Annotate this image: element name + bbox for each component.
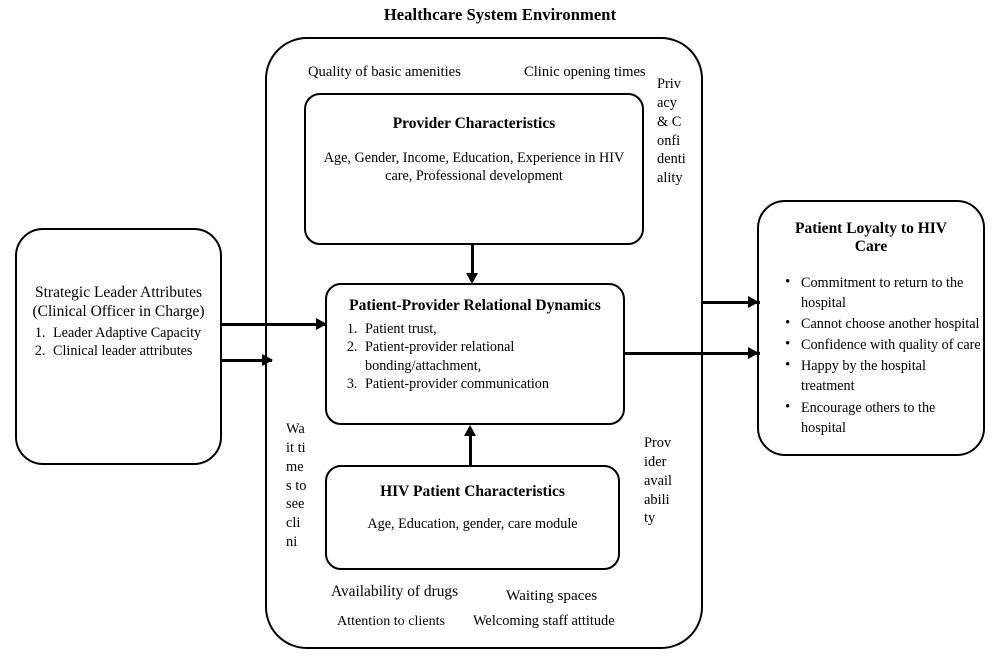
connector-provider-to-relational-dynamics [471,245,474,277]
node-relational-dynamics[interactable]: Patient-Provider Relational Dynamics Pat… [325,283,625,425]
label-clinic-opening-times: Clinic opening times [524,64,646,80]
list-item: Confidence with quality of care [785,334,983,355]
list-item: Cannot choose another hospital [785,313,983,334]
list-item: Happy by the hospital treatment [785,355,983,396]
connector-hiv-patient-to-relational-dynamics [469,436,472,466]
arrow-head-icon-leader-to-environment [262,354,273,366]
list-item: Leader Adaptive Capacity [49,324,220,342]
list-item: Patient trust, [361,320,623,338]
label-waiting-spaces: Waiting spaces [506,587,598,604]
arrow-head-icon-relational-dynamics-to-patient-loyalty [748,347,759,359]
provider-characteristics-subtitle: Age, Gender, Income, Education, Experien… [323,150,625,185]
provider-characteristics-title: Provider Characteristics [392,115,556,132]
relational-dynamics-title: Patient-Provider Relational Dynamics [349,297,601,314]
hiv-patient-characteristics-title: HIV Patient Characteristics [380,483,565,500]
node-provider-characteristics[interactable]: Provider Characteristics Age, Gender, In… [304,93,644,245]
label-availability-of-drugs: Availability of drugs [331,583,459,600]
arrow-head-icon-hiv-patient-to-relational-dynamics [464,425,476,436]
strategic-leader-title: Strategic Leader Attributes (Clinical Of… [32,284,205,321]
list-item: Patient-provider relational bonding/atta… [361,338,623,374]
healthcare-system-environment-container [265,37,703,649]
list-item: Patient-provider communication [361,375,623,393]
arrow-head-icon-provider-to-relational-dynamics [466,273,478,284]
label-welcoming-staff-attitude: Welcoming staff attitude [473,613,615,629]
list-item: Clinical leader attributes [49,342,220,360]
node-strategic-leader-attributes[interactable]: Strategic Leader Attributes (Clinical Of… [15,228,222,465]
list-item: Commitment to return to the hospital [785,272,983,313]
label-privacy-and-confidentiality: Privacy & Confidentiality [657,76,686,187]
connector-leader-to-environment [222,359,272,362]
patient-loyalty-list: Commitment to return to the hospital Can… [759,272,983,438]
strategic-leader-list: Leader Adaptive Capacity Clinical leader… [17,324,220,360]
patient-loyalty-title: Patient Loyalty to HIV Care [795,220,947,256]
hiv-patient-characteristics-subtitle: Age, Education, gender, care module [367,516,578,533]
node-hiv-patient-characteristics[interactable]: HIV Patient Characteristics Age, Educati… [325,465,620,570]
label-quality-of-basic-amenities: Quality of basic amenities [308,64,461,80]
label-attention-to-clients: Attention to clients [337,613,446,629]
arrow-head-icon-leader-to-relational-dynamics [316,318,327,330]
arrow-head-icon-environment-to-patient-loyalty [748,296,759,308]
list-item: Encourage others to the hospital [785,396,983,438]
label-provider-availability: Provider availability [644,435,672,527]
node-patient-loyalty[interactable]: Patient Loyalty to HIV Care Commitment t… [757,200,985,456]
connector-leader-to-relational-dynamics [222,323,327,326]
connector-relational-dynamics-to-patient-loyalty [625,352,760,355]
connector-environment-to-patient-loyalty [702,301,760,304]
diagram-title: Healthcare System Environment [383,5,617,24]
relational-dynamics-list: Patient trust, Patient-provider relation… [327,320,623,393]
label-wait-times-to-see-clinician: Wait times to see clini [286,421,307,551]
